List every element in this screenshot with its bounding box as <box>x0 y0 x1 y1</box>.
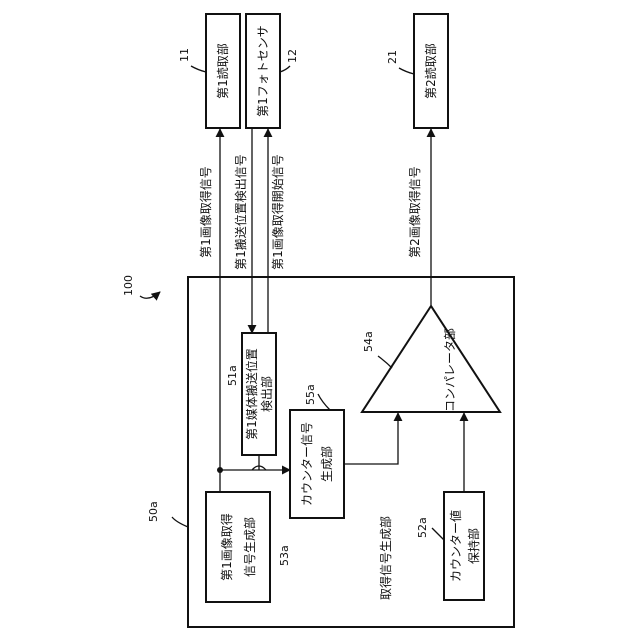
comparator-ref: 54a <box>362 331 375 352</box>
system-ref: 100 <box>122 275 135 296</box>
photosensor1-ref-leader <box>280 66 290 72</box>
photosensor1-label: 第1フォトセンサ <box>256 25 270 117</box>
reader2-label: 第2読取部 <box>423 43 438 99</box>
acq-gen-ref: 50a <box>147 501 160 522</box>
counter-gen-ref-leader <box>318 394 330 410</box>
counter-gen-ref: 55a <box>304 384 317 405</box>
reader1-ref: 11 <box>178 48 191 62</box>
counter-hold-line2: 保持部 <box>466 528 481 564</box>
counter-to-comparator <box>344 413 398 464</box>
media-detect-line2: 検出部 <box>259 376 274 412</box>
acq-gen-ref-leader <box>172 517 188 527</box>
counter-gen-box <box>290 410 344 518</box>
counter-gen-line2: 生成部 <box>319 446 334 482</box>
system-ref-leader <box>140 292 160 298</box>
comparator-label: コンパレータ部 <box>442 328 457 412</box>
counter-hold-ref: 52a <box>416 517 429 538</box>
reader2-ref-leader <box>399 68 414 74</box>
start1-signal-label: 第1画像取得開始信号 <box>270 154 285 270</box>
img-sig-gen-line1: 第1画像取得 <box>219 513 234 581</box>
reader1-label: 第1読取部 <box>215 43 230 99</box>
acq-gen-label: 取得信号生成部 <box>378 516 393 600</box>
img1-signal-label: 第1画像取得信号 <box>198 166 213 258</box>
img-sig-gen-ref: 53a <box>278 545 291 566</box>
photosensor1-ref: 12 <box>286 49 299 63</box>
media-detect-line1: 第1媒体搬送位置 <box>244 348 259 440</box>
img2-signal-label: 第2画像取得信号 <box>407 166 422 258</box>
counter-hold-line1: カウンター値 <box>448 510 463 582</box>
reader1-ref-leader <box>191 66 206 72</box>
counter-hold-ref-leader <box>432 528 444 540</box>
reader2-ref: 21 <box>386 50 399 64</box>
media-detect-ref: 51a <box>226 365 239 386</box>
counter-gen-line1: カウンター信号 <box>300 422 314 506</box>
comparator-ref-leader <box>378 356 392 368</box>
img-sig-gen-line2: 信号生成部 <box>242 517 257 577</box>
pos1-signal-label: 第1搬送位置検出信号 <box>233 154 248 270</box>
img-sig-gen-box <box>206 492 270 602</box>
